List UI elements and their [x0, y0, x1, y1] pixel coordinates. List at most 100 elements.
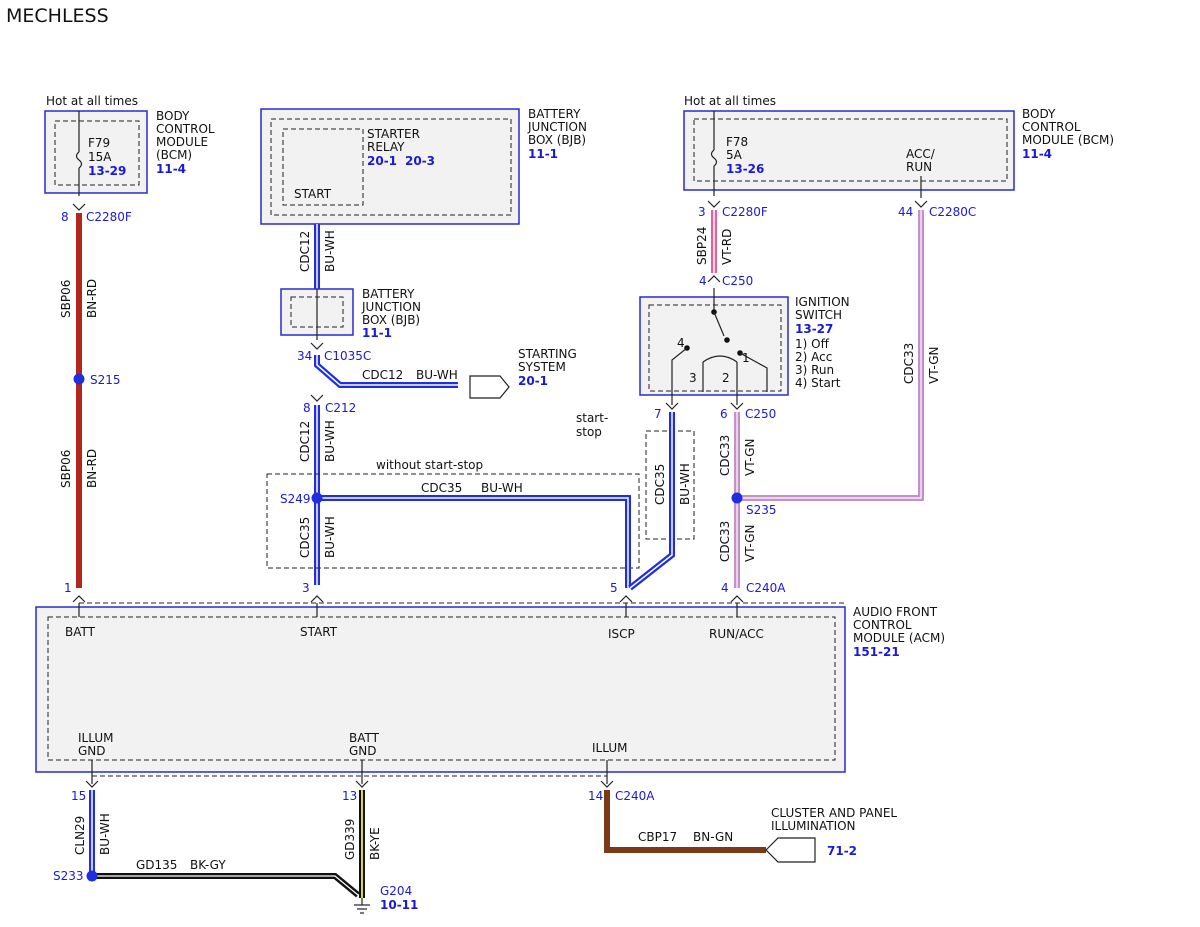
bcm-right-box	[683, 110, 1015, 191]
connector-arrow-icon	[310, 394, 324, 402]
cluster-label-1: CLUSTER AND PANEL	[771, 806, 897, 820]
wire-sbp24-circuit: SBP24	[695, 227, 709, 265]
acm-start-pin: 3	[302, 581, 310, 595]
starting-system-label-2: SYSTEM	[518, 360, 566, 374]
c1035c-pin: 34	[297, 349, 312, 363]
wire-sbp24-color: VT-RD	[720, 229, 734, 265]
connector-arrow-icon	[355, 780, 369, 788]
acc-run-label-2: RUN	[906, 160, 932, 174]
acm-pin-13: 13	[342, 789, 357, 803]
wire-gd135-circuit: GD135	[136, 858, 177, 872]
bcm-right-label-2: CONTROL	[1022, 120, 1081, 134]
wire-cdc35-a-circuit: CDC35	[298, 517, 312, 558]
c240a-bottom-pin: 14	[588, 789, 603, 803]
connector-arrow-icon	[72, 203, 86, 211]
connector-arrow-icon	[310, 595, 324, 603]
bcm-left-ref-link[interactable]: 11-4	[156, 162, 186, 176]
starter-relay-label-2: RELAY	[367, 140, 405, 154]
acm-illum-gnd-2: GND	[78, 744, 106, 758]
bcm-left-label-2: CONTROL	[156, 122, 215, 136]
c250-top-name: C250	[722, 274, 753, 288]
c2280f-right-pin: 3	[698, 205, 706, 219]
diagram-title: MECHLESS	[6, 5, 109, 27]
starter-ref-link-2[interactable]: 20-3	[405, 154, 435, 168]
c2280c-pin: 44	[898, 205, 913, 219]
g204-ref-link[interactable]: 10-11	[380, 898, 418, 912]
f79-rating: 15A	[88, 150, 112, 164]
wire-cdc33-long	[737, 210, 924, 501]
bjb-mid-label-3: BOX (BJB)	[362, 313, 420, 327]
wire-cbp17	[604, 790, 766, 853]
ignition-ref-link[interactable]: 13-27	[795, 322, 833, 336]
wire-cdc12-c-color: BU-WH	[323, 420, 337, 462]
ign-pin-4: 4	[677, 336, 685, 350]
c2280f-left-name: C2280F	[86, 210, 132, 224]
wire-cdc35-b-circuit: CDC35	[421, 481, 462, 495]
starting-system-ref-link[interactable]: 20-1	[518, 374, 548, 388]
wire-cdc12-c-circuit: CDC12	[298, 421, 312, 462]
c240a-top-pin: 4	[721, 581, 729, 595]
acm-pin-start: START	[300, 625, 338, 639]
wire-cdc12-a-circuit: CDC12	[298, 231, 312, 272]
connector-arrow-icon	[707, 200, 721, 208]
connector-arrow-icon	[600, 780, 614, 788]
wire-cdc35-c-color: BU-WH	[678, 463, 692, 505]
wire-cdc35-ignition	[628, 412, 675, 591]
acc-run-label-1: ACC/	[906, 147, 936, 161]
c1035c-name: C1035C	[324, 349, 371, 363]
start-stop-label-1: start-	[576, 411, 608, 425]
wire-sbp06-b-color: BN-RD	[85, 449, 99, 488]
splice-s249-label: S249	[280, 492, 311, 506]
bjb-mid-label-2: JUNCTION	[361, 300, 421, 314]
c2280f-right-name: C2280F	[722, 205, 768, 219]
start-pin-label: START	[294, 187, 332, 201]
ign-pin-3: 3	[689, 371, 697, 385]
acm-batt-gnd-2: GND	[349, 744, 377, 758]
without-start-stop-region	[266, 473, 640, 569]
ignition-pos-off: 1) Off	[795, 337, 830, 351]
acm-batt-pin: 1	[64, 581, 72, 595]
connector-arrow-icon	[85, 780, 99, 788]
wire-cln29-circuit: CLN29	[73, 816, 87, 855]
wire-gd135	[92, 873, 360, 898]
wire-cdc35-b-color: BU-WH	[481, 481, 523, 495]
cluster-label-2: ILLUMINATION	[771, 819, 856, 833]
connector-arrow-icon	[310, 342, 324, 350]
wire-cdc12-b-color: BU-WH	[416, 368, 458, 382]
wire-cdc33-b-color: VT-GN	[743, 439, 757, 476]
wire-cdc33-c-circuit: CDC33	[718, 521, 732, 562]
cluster-ref-link[interactable]: 71-2	[827, 844, 857, 858]
wire-cdc33-a-circuit: CDC33	[902, 343, 916, 384]
acm-ref-link[interactable]: 151-21	[853, 645, 900, 659]
bcm-right-ref-link[interactable]: 11-4	[1022, 147, 1052, 161]
ign-pin-2: 2	[722, 371, 730, 385]
bjb-top-label-2: JUNCTION	[527, 120, 587, 134]
splice-s249	[311, 492, 323, 504]
c212-pin: 8	[303, 401, 311, 415]
ignition-label-1: IGNITION	[795, 295, 850, 309]
wire-sbp06-b-circuit: SBP06	[59, 450, 73, 488]
c250-right-name: C250	[745, 407, 776, 421]
f79-ref-link[interactable]: 13-29	[88, 164, 126, 178]
wire-sbp06-a-circuit: SBP06	[59, 280, 73, 318]
fuse-f79-icon	[75, 111, 83, 196]
splice-s233	[86, 870, 98, 882]
bjb-top-ref-link[interactable]: 11-1	[528, 147, 558, 161]
acm-label-2: CONTROL	[853, 618, 912, 632]
acm-label-3: MODULE (ACM)	[853, 631, 945, 645]
acm-box	[35, 606, 846, 773]
acm-batt-gnd-1: BATT	[349, 731, 380, 745]
bjb-mid-ref-link[interactable]: 11-1	[362, 326, 392, 340]
bjb-mid-label-1: BATTERY	[362, 287, 415, 301]
wire-gd339-color: BK-YE	[368, 827, 382, 860]
bcm-left-box	[44, 110, 148, 194]
connector-arrow-icon	[914, 200, 928, 208]
f78-ref-link[interactable]: 13-26	[726, 162, 764, 176]
wire-gd135-color: BK-GY	[190, 858, 226, 872]
cluster-connector-icon	[765, 837, 816, 863]
wire-cdc35-a-color: BU-WH	[323, 516, 337, 558]
ignition-label-2: SWITCH	[795, 308, 842, 322]
starter-ref-link-1[interactable]: 20-1	[367, 154, 397, 168]
connector-arrow-icon	[707, 275, 721, 283]
